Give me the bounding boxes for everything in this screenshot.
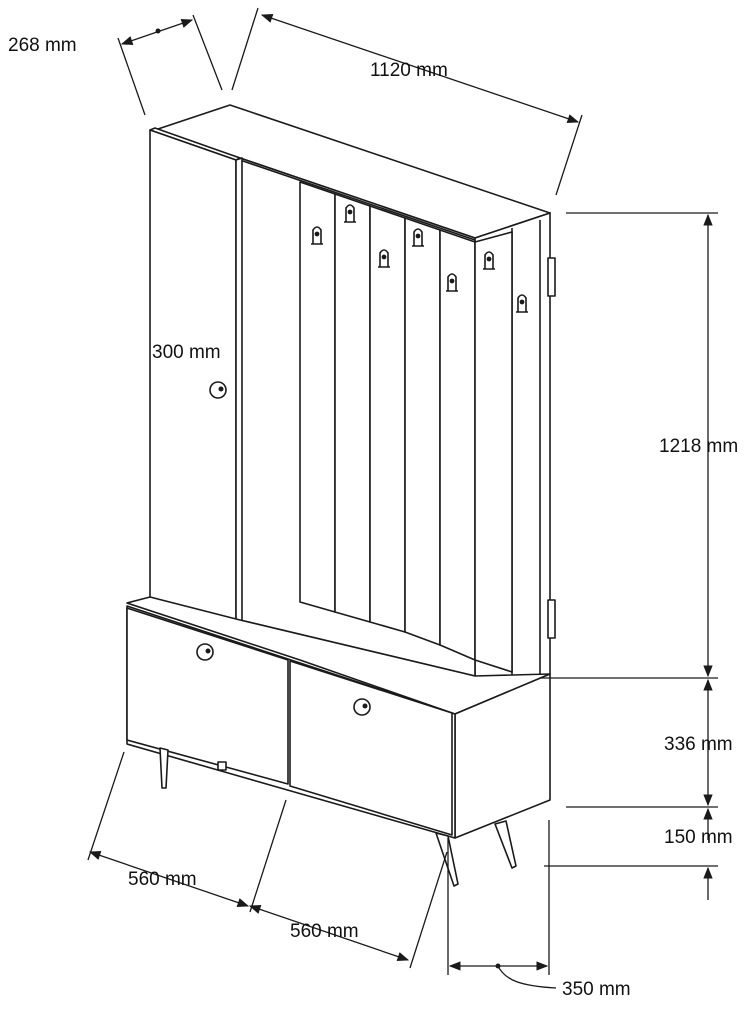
label-depth-bottom: 350 mm — [562, 979, 631, 1000]
label-cabinet-width: 300 mm — [152, 342, 221, 363]
label-drawer-right: 560 mm — [290, 921, 359, 942]
label-drawer-left: 560 mm — [128, 869, 197, 890]
coat-hook-icon — [344, 204, 356, 223]
label-height-upper: 1218 mm — [659, 436, 739, 457]
coat-hook-screw — [449, 278, 455, 284]
label-leg-height: 150 mm — [664, 827, 733, 848]
slat-6 — [474, 231, 513, 673]
dim-line-width-ext-a — [231, 7, 259, 91]
coat-hook-screw — [486, 256, 492, 262]
tall-cabinet-door-edge — [235, 157, 243, 623]
dim-line-drawer-right — [248, 904, 410, 962]
knob-icon — [196, 643, 214, 661]
slat-5 — [439, 229, 476, 661]
drawer-left — [126, 607, 289, 785]
slat-2 — [334, 193, 371, 623]
dim-line-drawer-left — [88, 850, 250, 908]
tall-cabinet-door — [149, 129, 237, 623]
coat-hook-screw — [314, 231, 320, 237]
knob-icon — [209, 381, 227, 399]
leg-back-right — [494, 820, 517, 869]
wall-bracket-bottom — [547, 599, 556, 639]
coat-hook-icon — [412, 228, 424, 247]
coat-hook-screw — [415, 233, 421, 239]
knob-icon — [353, 698, 371, 716]
coat-hook-icon — [378, 249, 390, 268]
slat-3 — [369, 205, 406, 633]
dim-line-depth-top-ext-a — [117, 37, 146, 116]
coat-hook-screw — [381, 254, 387, 260]
slat-1 — [299, 181, 336, 613]
dim-line-width-ext-b — [555, 114, 583, 196]
drawer-right — [289, 660, 453, 836]
coat-hook-icon — [516, 294, 528, 313]
leg-front-left — [159, 747, 169, 789]
dim-line-width — [260, 13, 580, 124]
label-height-lower: 336 mm — [664, 734, 733, 755]
label-depth-top: 268 mm — [8, 35, 77, 56]
coat-hook-icon — [311, 226, 323, 245]
coat-hook-screw — [347, 209, 353, 215]
wall-bracket-top — [547, 257, 556, 297]
dim-line-depth-top-ext-b — [192, 14, 223, 91]
slat-4 — [404, 217, 441, 646]
coat-hook-icon — [446, 273, 458, 292]
bench-top — [126, 596, 551, 715]
coat-hook-screw — [519, 299, 525, 305]
coat-hook-icon — [483, 251, 495, 270]
label-width-total: 1120 mm — [370, 60, 448, 81]
dim-leader-depth-bottom — [497, 965, 557, 989]
